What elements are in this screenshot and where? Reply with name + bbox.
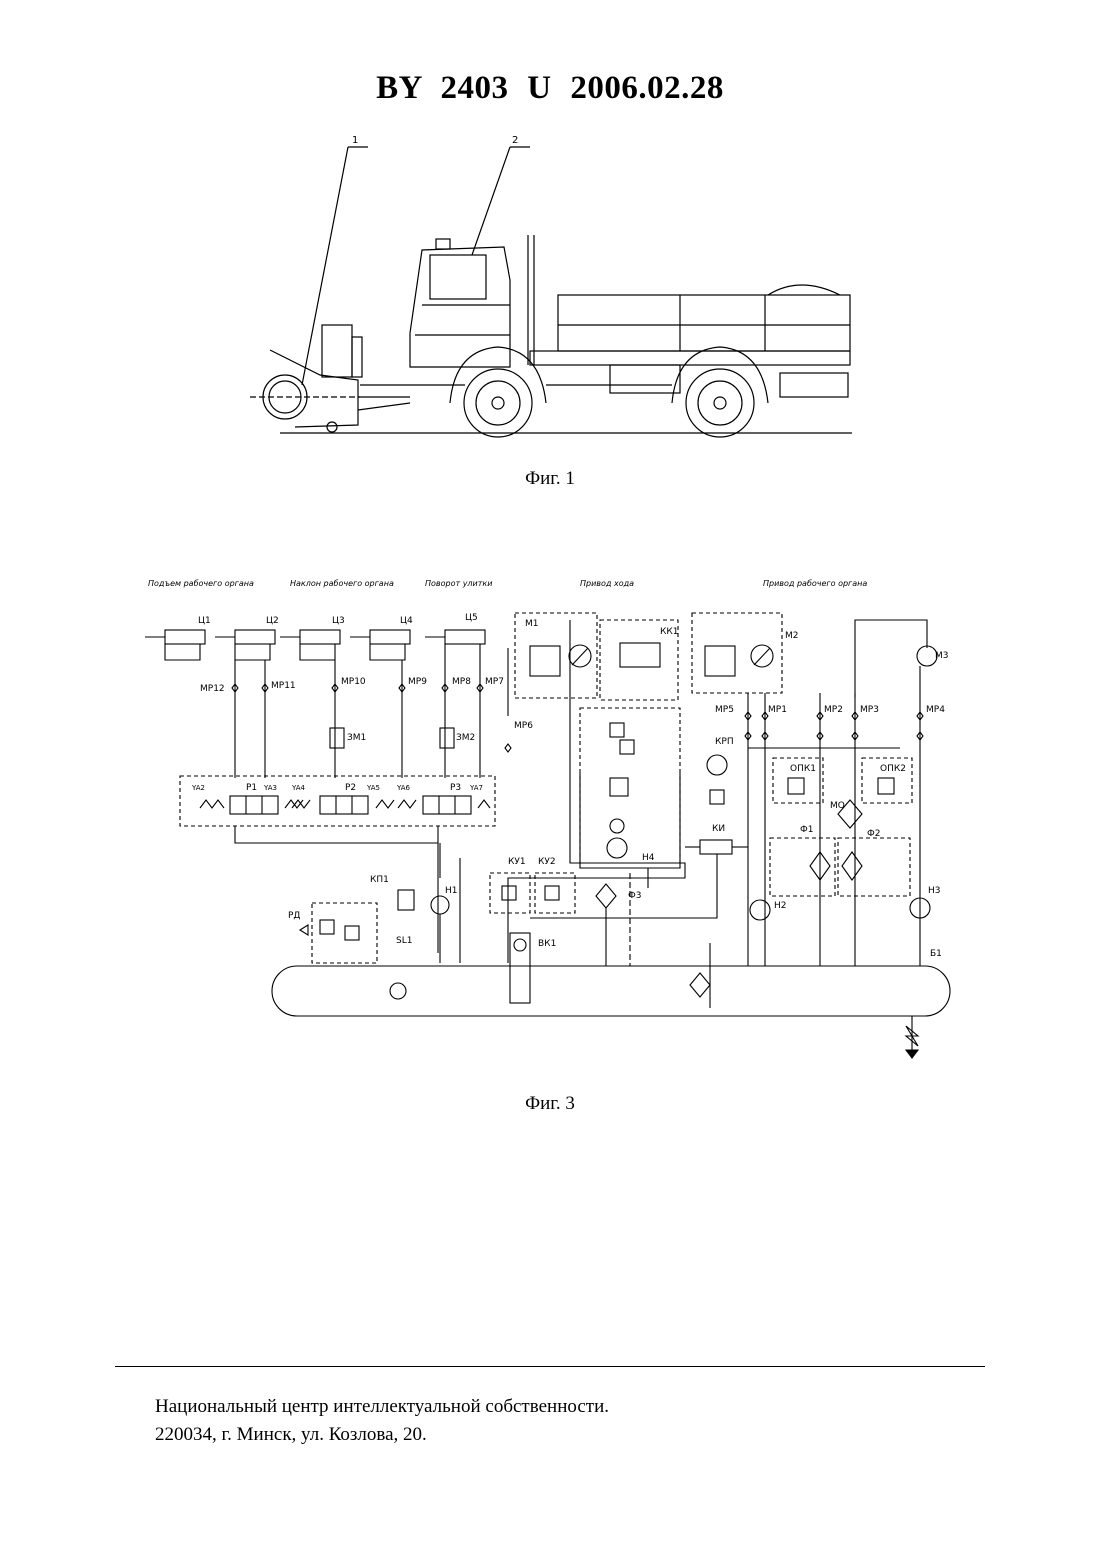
solenoid-ya6: YA6: [396, 784, 411, 792]
pump-h2: [750, 900, 770, 920]
relief-valve-ku2: [535, 873, 575, 913]
level-switch-sl1: [390, 983, 406, 999]
kk1-label: КК1: [660, 627, 679, 637]
figure-3-caption: Фиг. 3: [0, 1093, 1100, 1115]
motor-m3: [917, 646, 937, 666]
solenoid-ya2: YA2: [191, 784, 205, 792]
mp11-label: МР11: [271, 681, 296, 691]
section-rotate: Поворот улитки: [425, 579, 492, 588]
filter-f1: [770, 838, 835, 896]
relief-valve-ku1: [490, 873, 530, 913]
cylinder-lines: [165, 644, 508, 778]
sl1-label: SL1: [396, 936, 412, 946]
footer-divider: [115, 1366, 985, 1367]
cylinder-c2: Ц2: [266, 616, 279, 626]
pump-h3-label: Н3: [928, 886, 941, 896]
distributor-r1: Р1: [246, 783, 257, 793]
figure-1-caption: Фиг. 1: [0, 468, 1100, 490]
snow-blower-attachment: [250, 325, 410, 432]
temperature-sensor-vk1: [510, 933, 530, 1003]
mp7-label: МР7: [485, 677, 504, 687]
ku2-label: КУ2: [538, 857, 556, 867]
filter-f2: [838, 838, 910, 896]
rd-label: РД: [288, 911, 300, 921]
cylinder-c3: Ц3: [332, 616, 345, 626]
motor-m3-label: М3: [935, 651, 949, 661]
kp1-label: КП1: [370, 875, 389, 885]
figure-1-vehicle-drawing: 1 2: [240, 135, 860, 445]
mp2-label: МР2: [824, 705, 843, 715]
check-valve-ki: [700, 840, 732, 854]
mp5-label: МР5: [715, 705, 734, 715]
figure-3-hydraulic-schematic: Подъем рабочего органа Наклон рабочего о…: [140, 568, 960, 1068]
callout-2: 2: [512, 135, 518, 146]
mp1-label: МР1: [768, 705, 787, 715]
distributors: [200, 796, 490, 814]
section-working-drive: Привод рабочего органа: [763, 579, 867, 588]
patent-header: BY 2403 U 2006.02.28: [0, 70, 1100, 107]
cylinder-c4: Ц4: [400, 616, 413, 626]
f2-label: Ф2: [867, 829, 880, 839]
mp10-label: МР10: [341, 677, 366, 687]
cargo-body: [530, 285, 850, 397]
ki-label: КИ: [712, 824, 725, 834]
zm1-label: ЗМ1: [347, 733, 366, 743]
section-tilt: Наклон рабочего органа: [290, 579, 394, 588]
tank-b1-label: Б1: [930, 949, 942, 959]
f1-label: Ф1: [800, 825, 813, 835]
ku1-label: КУ1: [508, 857, 526, 867]
truck-wheels: [450, 347, 768, 437]
opk1-label: ОПК1: [790, 764, 816, 774]
solenoid-ya3: YA3: [263, 784, 277, 792]
gauge-points-right: [745, 712, 923, 740]
filter-f3: [596, 884, 616, 908]
pump-h4-label: Н4: [642, 853, 655, 863]
pump-h2-label: Н2: [774, 901, 787, 911]
mp3-label: МР3: [860, 705, 879, 715]
truck-cab: [410, 235, 534, 367]
mp8-label: МР8: [452, 677, 471, 687]
travel-pump-h4-block: [580, 708, 680, 868]
pump-h1-label: Н1: [445, 886, 458, 896]
opk2-label: ОПК2: [880, 764, 906, 774]
motor-m2-label: М2: [785, 631, 799, 641]
mp4-label: МР4: [926, 705, 945, 715]
callout-1: 1: [352, 135, 358, 146]
motor-m1-label: М1: [525, 619, 539, 629]
vk1-label: ВК1: [538, 939, 556, 949]
oil-tank-b1: [272, 966, 950, 1016]
mp9-label: МР9: [408, 677, 427, 687]
mp6-label: МР6: [514, 721, 533, 731]
footer-organization: Национальный центр интеллектуальной собс…: [155, 1396, 609, 1418]
krp-label: КРП: [715, 737, 734, 747]
cylinder-c5: Ц5: [465, 613, 478, 623]
section-travel-drive: Привод хода: [580, 579, 634, 588]
solenoid-ya4: YA4: [291, 784, 306, 792]
distributor-r2: Р2: [345, 783, 356, 793]
distributor-block: [180, 776, 495, 826]
section-lift: Подъем рабочего органа: [148, 579, 254, 588]
cylinder-c1: Ц1: [198, 616, 211, 626]
distributor-r3: Р3: [450, 783, 461, 793]
pump-h4: [607, 838, 627, 858]
pump-h1: [431, 896, 449, 914]
zm2-label: ЗМ2: [456, 733, 475, 743]
hydraulic-cylinders: [145, 630, 485, 644]
footer-address: 220034, г. Минск, ул. Козлова, 20.: [155, 1424, 427, 1446]
mo-label: МО: [830, 801, 845, 811]
relief-valve-kp1: [398, 890, 414, 910]
pressure-gauge: [707, 755, 727, 775]
mp12-label: МР12: [200, 684, 225, 694]
solenoid-ya7: YA7: [469, 784, 483, 792]
solenoid-ya5: YA5: [366, 784, 380, 792]
